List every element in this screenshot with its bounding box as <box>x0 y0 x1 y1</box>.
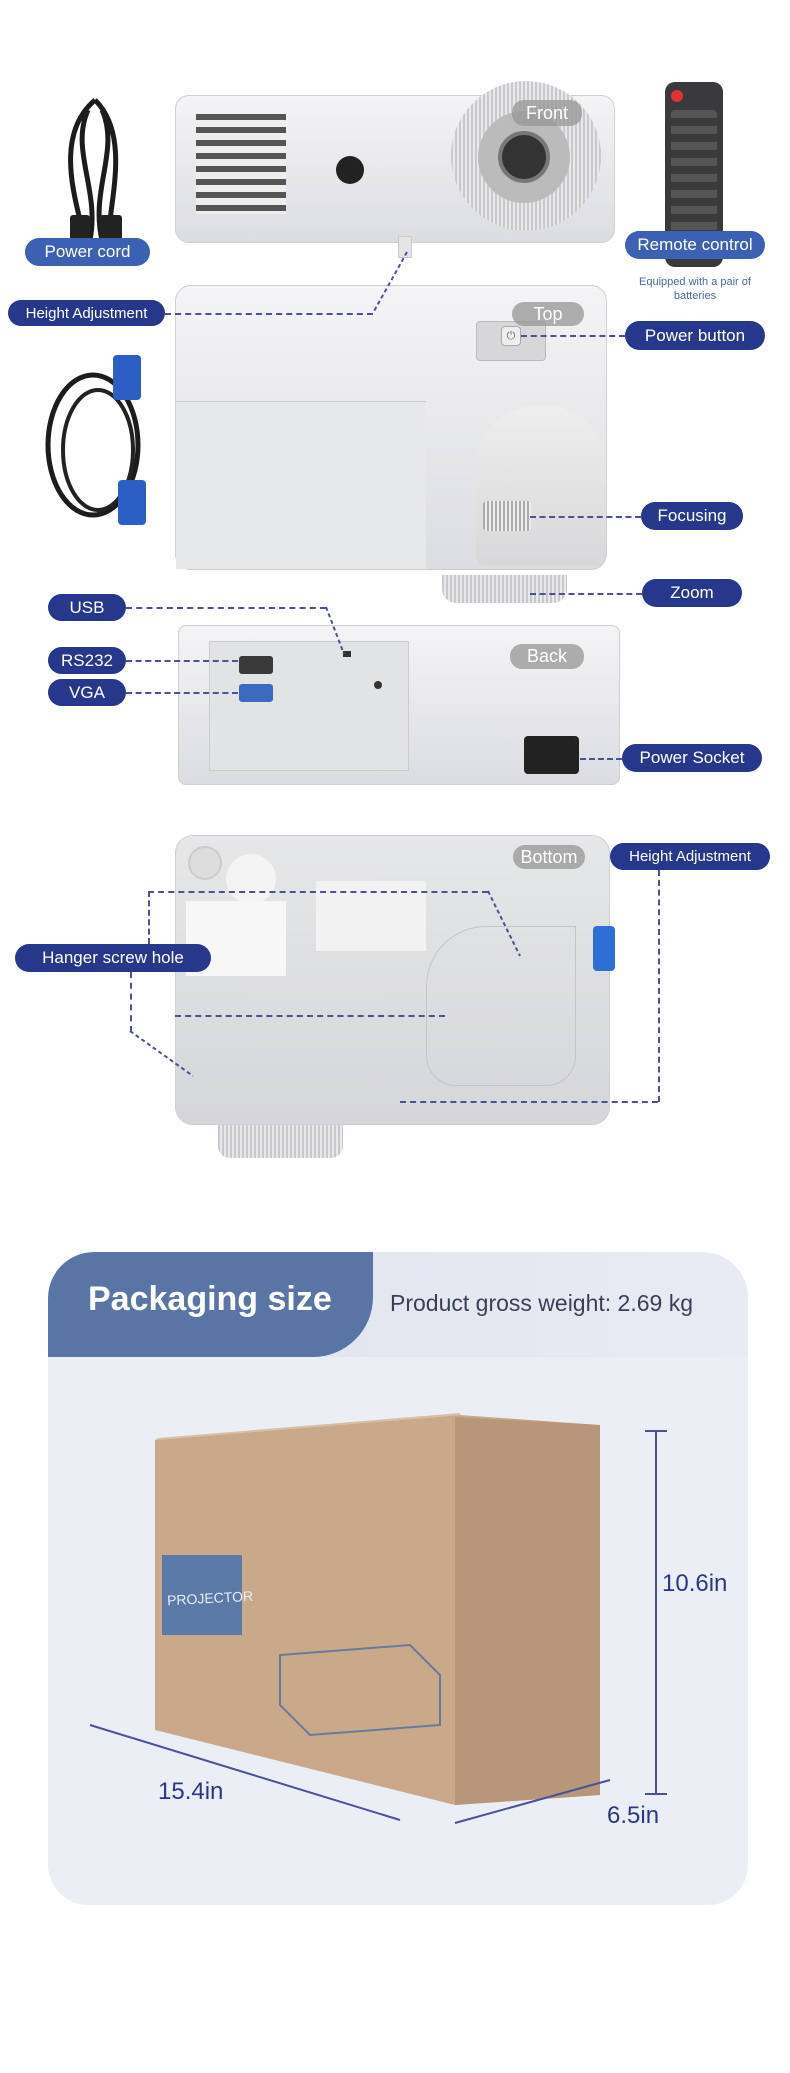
height-adjustment-label: Height Adjustment <box>8 300 165 326</box>
remote-note: Equipped with a pair of batteries <box>639 276 751 302</box>
height-adjustment-bottom-label: Height Adjustment <box>610 843 770 870</box>
zoom-ring <box>442 575 567 603</box>
power-socket-label: Power Socket <box>622 744 762 772</box>
zoom-label: Zoom <box>642 579 742 607</box>
power-cord-label: Power cord <box>25 238 150 266</box>
focusing-label: Focusing <box>641 502 743 530</box>
view-label-bottom: Bottom <box>513 845 585 869</box>
zoom-ring-bottom <box>218 1125 343 1158</box>
power-icon: ⏻ <box>501 326 521 346</box>
view-label-back: Back <box>510 644 584 669</box>
hanger-screw-hole-label: Hanger screw hole <box>15 944 211 972</box>
projector-bottom-image <box>175 835 615 1125</box>
power-button-label: Power button <box>625 321 765 350</box>
remote-control-label: Remote control <box>625 231 765 259</box>
depth-dimension: 6.5in <box>607 1802 660 1829</box>
height-dimension: 10.6in <box>662 1570 728 1597</box>
vga-cable-image <box>45 355 146 525</box>
packaging-box-image <box>155 1413 600 1805</box>
view-label-front: Front <box>512 100 582 126</box>
height-dimension-line <box>655 1430 657 1795</box>
view-label-top: Top <box>512 302 584 326</box>
gross-weight: Product gross weight: 2.69 kg <box>390 1290 693 1316</box>
length-depth-lines <box>89 1724 611 1824</box>
height-adjustment-foot <box>398 236 412 258</box>
vga-label: VGA <box>48 679 126 706</box>
length-dimension: 15.4in <box>158 1778 224 1805</box>
projector-top-image <box>175 285 607 570</box>
projector-front-image <box>175 81 615 243</box>
rs232-label: RS232 <box>48 647 126 674</box>
packaging-title: Packaging size <box>88 1280 332 1318</box>
usb-label: USB <box>48 594 126 621</box>
